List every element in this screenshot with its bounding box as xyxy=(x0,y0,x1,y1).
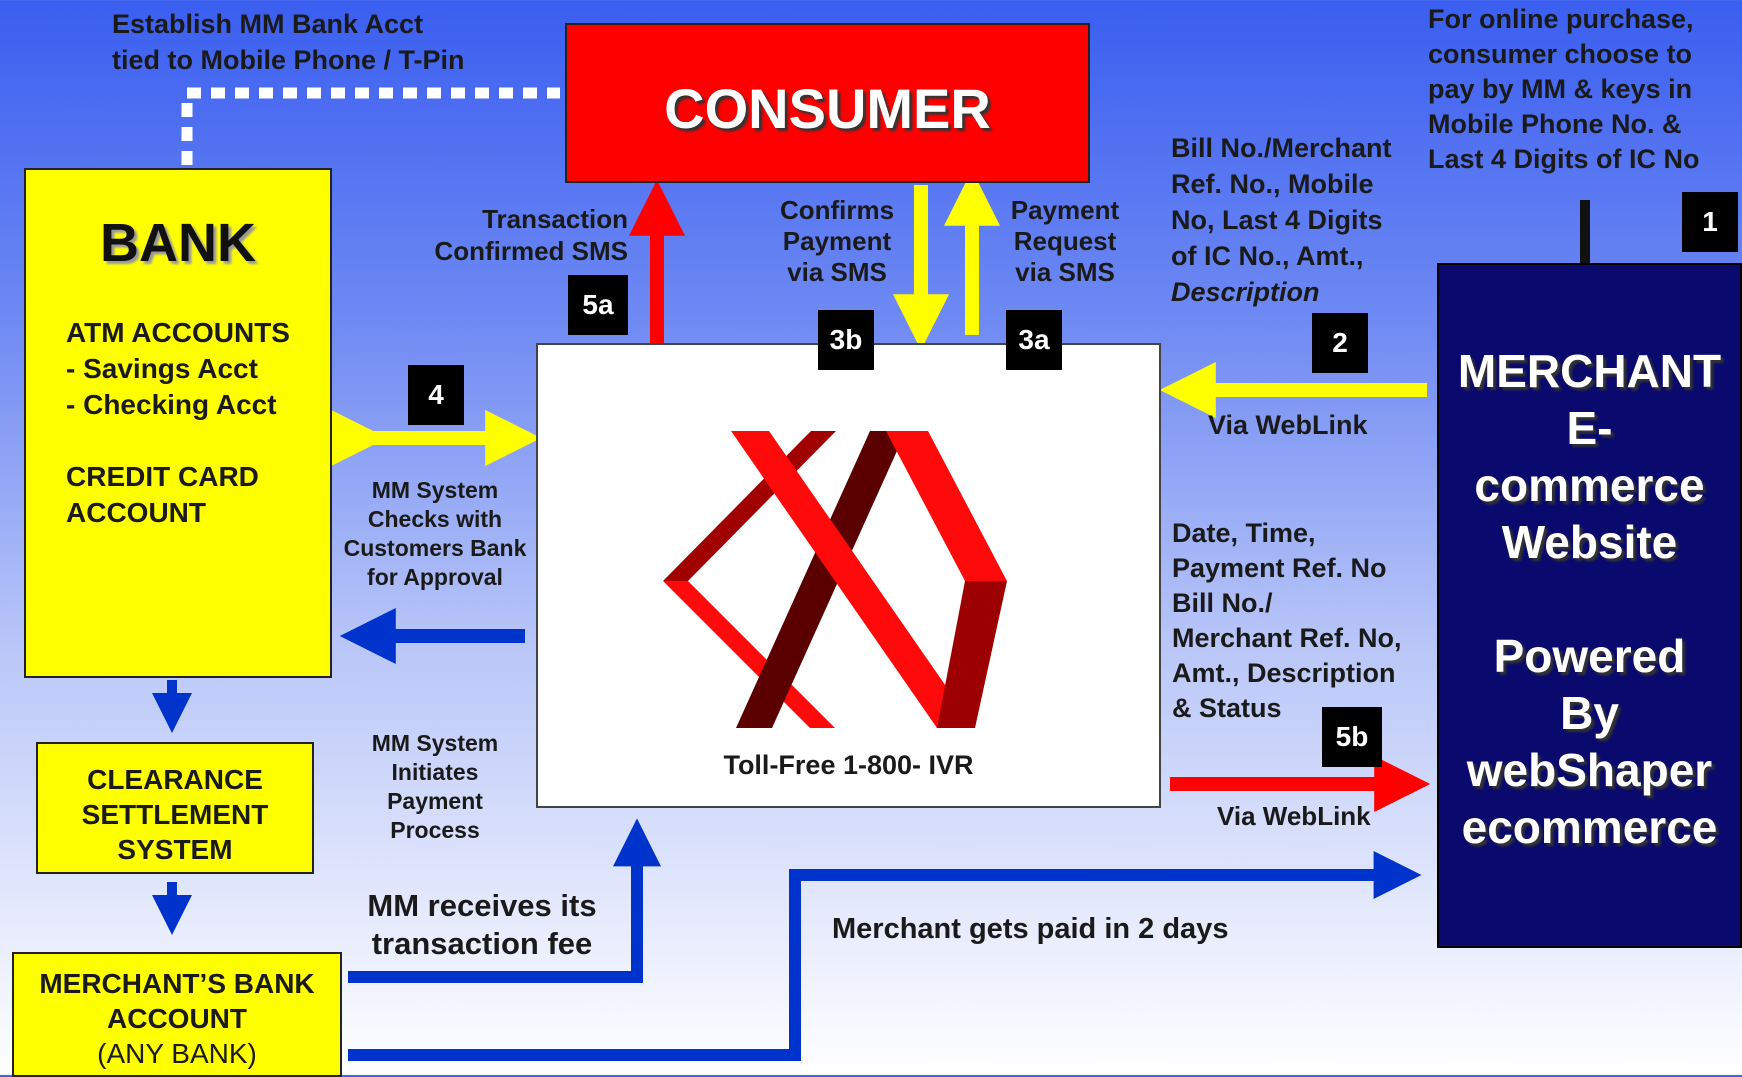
merchant-line: MERCHANT xyxy=(1457,345,1722,397)
label-line: Mobile Phone No. & xyxy=(1428,109,1682,139)
label-line: transaction fee xyxy=(371,926,593,961)
label-line: of IC No., Amt., xyxy=(1171,241,1364,271)
label-line: Payment xyxy=(387,788,483,814)
merchant-bank-box: MERCHANT’S BANK ACCOUNT (ANY BANK) xyxy=(12,952,342,1077)
label-line: pay by MM & keys in xyxy=(1428,74,1693,104)
clearance-box: CLEARANCE SETTLEMENT SYSTEM xyxy=(36,742,314,874)
label-line: No, Last 4 Digits xyxy=(1171,205,1383,235)
label-line: Last 4 Digits of IC No xyxy=(1428,144,1700,174)
label-line: Confirmed SMS xyxy=(434,236,628,266)
label-line: Checks with xyxy=(367,506,503,532)
label-line: Establish MM Bank Acct xyxy=(112,9,424,39)
label-line: MM System xyxy=(371,477,499,503)
label-line: tied to Mobile Phone / T-Pin xyxy=(112,45,465,75)
label-line: Amt., Description xyxy=(1172,658,1396,688)
label-line: Confirms xyxy=(779,195,895,225)
bank-line: CREDIT CARD xyxy=(66,461,259,492)
merchant-bank-label: MERCHANT’S BANK ACCOUNT (ANY BANK) xyxy=(14,966,340,1071)
label-line: Bill No./ xyxy=(1172,588,1273,618)
bank-box: BANK ATM ACCOUNTS - Savings Acct - Check… xyxy=(24,168,332,678)
label-payment-request: Payment Request via SMS xyxy=(1000,195,1130,288)
label-line: Process xyxy=(390,817,480,843)
label-via-weblink-top: Via WebLink xyxy=(1208,410,1368,440)
label-line: Bill No./Merchant xyxy=(1171,133,1392,163)
bank-line: - Checking Acct xyxy=(66,389,277,420)
bank-title: BANK xyxy=(100,213,256,273)
label-line: MM System xyxy=(371,730,499,756)
mm-system-box: Toll-Free 1-800- IVR xyxy=(536,343,1161,808)
label-line: Payment xyxy=(1010,195,1120,225)
label-line: Payment xyxy=(782,226,892,256)
merchant-label: MERCHANT E- commerce Website Powered By … xyxy=(1439,343,1740,856)
consumer-box: CONSUMER xyxy=(565,23,1090,183)
label-line: via SMS xyxy=(1015,257,1115,287)
label-line: Merchant Ref. No, xyxy=(1172,623,1402,653)
label-line: consumer choose to xyxy=(1428,39,1693,69)
consumer-title: CONSUMER xyxy=(664,77,991,140)
label-line: Request xyxy=(1013,226,1117,256)
bank-account-list: ATM ACCOUNTS - Savings Acct - Checking A… xyxy=(66,315,290,531)
arrow-mm-fee xyxy=(348,818,661,983)
label-establish: Establish MM Bank Acct tied to Mobile Ph… xyxy=(112,6,465,78)
merchant-line: Powered xyxy=(1493,630,1686,682)
toll-free-caption: Toll-Free 1-800- IVR xyxy=(723,750,974,780)
label-line: Transaction xyxy=(482,204,628,234)
step-badge-4: 4 xyxy=(408,365,464,425)
label-merchant-paid: Merchant gets paid in 2 days xyxy=(832,913,1229,945)
merchant-box: MERCHANT E- commerce Website Powered By … xyxy=(1437,263,1742,948)
label-mm-fee: MM receives its transaction fee xyxy=(352,887,612,963)
label-bill-no: Bill No./Merchant Ref. No., Mobile No, L… xyxy=(1171,130,1392,310)
bank-line: ACCOUNT xyxy=(66,497,206,528)
clearance-label: CLEARANCE SETTLEMENT SYSTEM xyxy=(38,762,312,867)
label-line: Ref. No., Mobile xyxy=(1171,169,1374,199)
label-date-time: Date, Time, Payment Ref. No Bill No./ Me… xyxy=(1172,516,1402,726)
label-line: via SMS xyxy=(787,257,887,287)
label-line: For online purchase, xyxy=(1428,4,1694,34)
step-badge-5a: 5a xyxy=(568,275,628,335)
merchant-line: E- xyxy=(1566,402,1613,454)
merchant-line: By xyxy=(1560,687,1619,739)
label-line: Description xyxy=(1171,277,1320,307)
label-transaction-confirmed: Transaction Confirmed SMS xyxy=(420,203,628,267)
merchant-bank-line1: MERCHANT’S BANK xyxy=(39,968,315,999)
label-confirms-payment: Confirms Payment via SMS xyxy=(772,195,902,288)
step-badge-3a: 3a xyxy=(1006,310,1062,370)
step-badge-3b: 3b xyxy=(818,310,874,370)
merchant-line: Website xyxy=(1501,516,1678,568)
mm-logo xyxy=(663,431,1007,728)
arrow-merchant-paid xyxy=(348,851,1422,1061)
merchant-bank-line3: (ANY BANK) xyxy=(97,1038,257,1069)
step-badge-1: 1 xyxy=(1682,192,1738,252)
bank-line: ATM ACCOUNTS xyxy=(66,317,290,348)
label-line: Date, Time, xyxy=(1172,518,1316,548)
merchant-line xyxy=(1439,571,1740,628)
label-line: Initiates xyxy=(391,759,479,785)
clearance-line: SYSTEM xyxy=(117,834,233,865)
step-badge-2: 2 xyxy=(1312,313,1368,373)
bank-line xyxy=(66,423,290,459)
label-online-purchase: For online purchase, consumer choose to … xyxy=(1428,2,1700,177)
label-line: Payment Ref. No xyxy=(1172,553,1387,583)
label-line: Customers Bank xyxy=(343,535,527,561)
step-badge-5b: 5b xyxy=(1322,707,1382,767)
label-line: for Approval xyxy=(367,564,503,590)
label-mm-initiates: MM System Initiates Payment Process xyxy=(335,729,535,845)
merchant-bank-line2: ACCOUNT xyxy=(107,1003,247,1034)
merchant-line: webShaper xyxy=(1466,744,1713,796)
label-line: MM receives its xyxy=(367,888,597,923)
clearance-line: SETTLEMENT xyxy=(81,799,269,830)
clearance-line: CLEARANCE xyxy=(87,764,263,795)
label-line: & Status xyxy=(1172,693,1282,723)
label-via-weblink-bottom: Via WebLink xyxy=(1217,801,1371,831)
dotted-link-bank-consumer xyxy=(181,87,560,165)
merchant-line: ecommerce xyxy=(1461,801,1718,853)
label-mm-checks: MM System Checks with Customers Bank for… xyxy=(335,476,535,592)
bank-line: - Savings Acct xyxy=(66,353,258,384)
merchant-line: commerce xyxy=(1474,459,1705,511)
